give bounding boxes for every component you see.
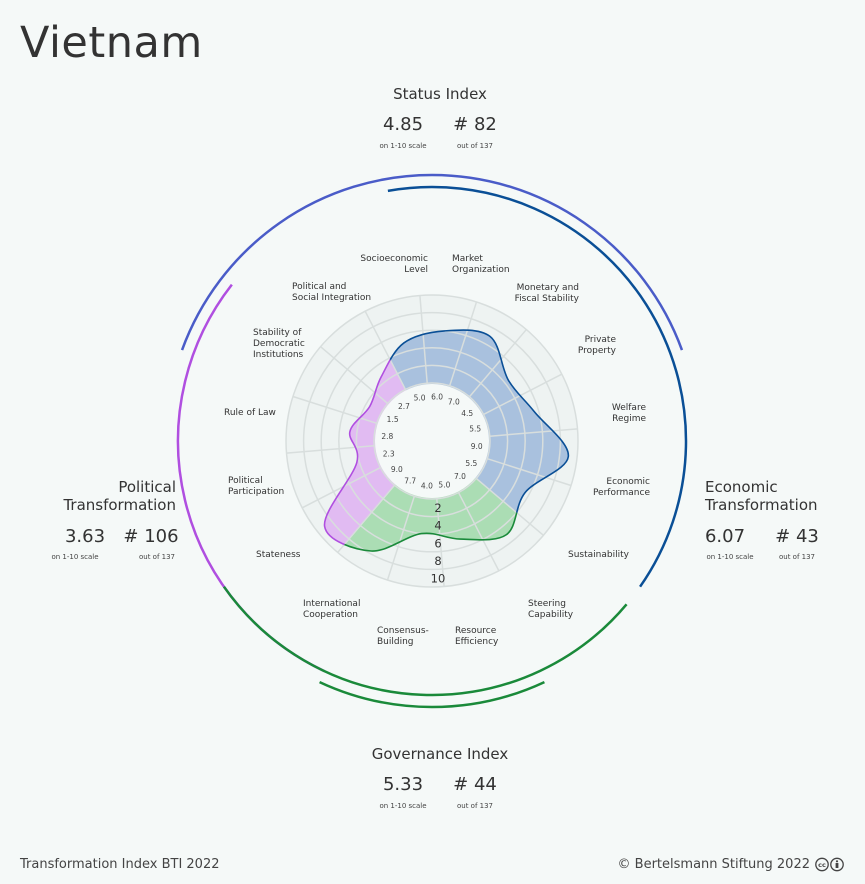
- axis-label-welfare-regime: Welfare Regime: [611, 403, 646, 424]
- ring-tick-label: 2: [434, 501, 441, 515]
- value-label: 2.8: [381, 432, 393, 441]
- ring-tick-label: 4: [434, 519, 441, 533]
- value-label: 5.0: [414, 394, 426, 403]
- status-index-rank-note: out of 137: [456, 142, 494, 150]
- status-index-score: 4.85: [382, 114, 424, 135]
- status-index-title: Status Index: [340, 84, 540, 103]
- status-index-arc: [180, 173, 684, 351]
- economic-index-name-line2: Transformation: [705, 496, 818, 514]
- grid-spoke: [286, 445, 375, 454]
- value-label: 5.5: [465, 459, 477, 468]
- political-index-name-line2: Transformation: [63, 496, 176, 514]
- political-index-name-line1: Political: [118, 478, 176, 496]
- axis-label-steering-capability: Steering Capability: [528, 599, 574, 620]
- value-label: 7.0: [454, 472, 466, 481]
- grid-spoke: [436, 498, 445, 587]
- political-index-rank: # 106: [123, 526, 179, 547]
- grid-ring: [355, 364, 509, 518]
- axis-label-consensus-building: Consensus-Building: [377, 626, 429, 647]
- economic-index-name-line1: Economic: [705, 478, 778, 496]
- grid-spoke: [386, 496, 416, 581]
- governance-index-rank-note: out of 137: [456, 802, 494, 810]
- grid-spoke: [301, 466, 381, 509]
- footer-copyright: © Bertelsmann Stiftung 2022 cc: [618, 857, 845, 872]
- svg-text:cc: cc: [818, 861, 826, 869]
- value-label: 4.5: [461, 409, 473, 418]
- value-label: 5.0: [438, 480, 450, 489]
- grid-spoke: [419, 295, 428, 384]
- value-label: 5.5: [469, 425, 481, 434]
- page-title: Vietnam: [20, 18, 203, 68]
- creative-commons-icon: cc: [815, 857, 845, 872]
- governance-index-rank: # 44: [453, 774, 497, 795]
- grid-spoke: [292, 395, 377, 425]
- political-index-score-note: on 1-10 scale: [51, 553, 99, 561]
- economic-index-score: 6.07: [704, 526, 746, 547]
- economic-index-rank-note: out of 137: [778, 553, 816, 561]
- ring-tick-label: 10: [431, 572, 446, 586]
- value-label: 2.7: [398, 402, 410, 411]
- axis-label-sustainability: Sustainability: [568, 550, 629, 560]
- value-label: 7.7: [404, 476, 416, 485]
- axis-label-political-and-social-integration: Political and Social Integration: [292, 282, 372, 303]
- value-label: 1.5: [387, 415, 399, 424]
- political-index-rank-note: out of 137: [138, 553, 176, 561]
- axis-label-private-property: Private Property: [577, 335, 616, 356]
- axis-label-stability-of-democratic-institutions: Stability of Democratic Institutions: [253, 328, 305, 360]
- axis-label-rule-of-law: Rule of Law: [224, 408, 276, 418]
- grid-ring: [320, 329, 544, 553]
- axis-label-stateness: Stateness: [256, 550, 301, 560]
- ring-tick-label: 6: [434, 536, 441, 550]
- grid-spoke: [457, 492, 500, 572]
- value-label: 2.3: [383, 449, 395, 458]
- status-index-score-note: on 1-10 scale: [379, 142, 427, 150]
- political-index-title: Political Transformation: [26, 478, 176, 514]
- axis-label-economic-performance: Economic Performance: [592, 477, 650, 498]
- governance-arc: [222, 585, 628, 697]
- value-label: 9.0: [471, 442, 483, 451]
- political-index-score: 3.63: [64, 526, 106, 547]
- radar-center: [375, 384, 489, 498]
- economic-index-rank: # 43: [775, 526, 819, 547]
- axis-label-socioeconomic-level: Socioeconomic Level: [360, 254, 428, 275]
- governance-outline: [323, 441, 570, 552]
- footer-source: Transformation Index BTI 2022: [20, 857, 220, 872]
- governance-index-name: Governance Index: [371, 745, 509, 763]
- grid-spoke: [364, 310, 407, 390]
- grid-spoke: [487, 457, 572, 487]
- governance-index-score: 5.33: [382, 774, 424, 795]
- grid-spoke: [468, 329, 527, 398]
- axis-label-monetary-and-fiscal-stability: Monetary and Fiscal Stability: [514, 283, 579, 304]
- status-index-name: Status Index: [393, 85, 487, 103]
- axis-label-international-cooperation: International Cooperation: [303, 599, 361, 620]
- grid-ring: [302, 311, 562, 571]
- grid-spoke: [489, 428, 578, 437]
- grid-spoke: [337, 484, 396, 553]
- value-label: 7.0: [448, 398, 460, 407]
- grid-ring-inner: [373, 382, 491, 500]
- grid-spoke: [475, 477, 544, 536]
- axis-label-market-organization: Market Organization: [452, 254, 510, 275]
- grid-spoke: [320, 346, 389, 405]
- value-label: 6.0: [431, 392, 443, 401]
- axis-label-resource-efficiency: Resource Efficiency: [455, 626, 499, 647]
- grid-spoke: [483, 373, 563, 416]
- value-label: 4.0: [421, 482, 433, 491]
- economic-arc: [387, 185, 688, 588]
- ring-tick-label: 8: [434, 554, 441, 568]
- governance-index-arc: [319, 680, 545, 709]
- grid-ring: [285, 294, 579, 588]
- governance-index-title: Governance Index: [340, 744, 540, 763]
- governance-index-score-note: on 1-10 scale: [379, 802, 427, 810]
- economic-index-score-note: on 1-10 scale: [706, 553, 754, 561]
- economic-index-title: Economic Transformation: [705, 478, 855, 514]
- status-index-rank: # 82: [453, 114, 497, 135]
- grid-spoke: [448, 301, 478, 386]
- value-label: 9.0: [391, 465, 403, 474]
- axis-label-political-participation: Political Participation: [228, 476, 285, 497]
- footer-copyright-text: © Bertelsmann Stiftung 2022: [617, 857, 810, 872]
